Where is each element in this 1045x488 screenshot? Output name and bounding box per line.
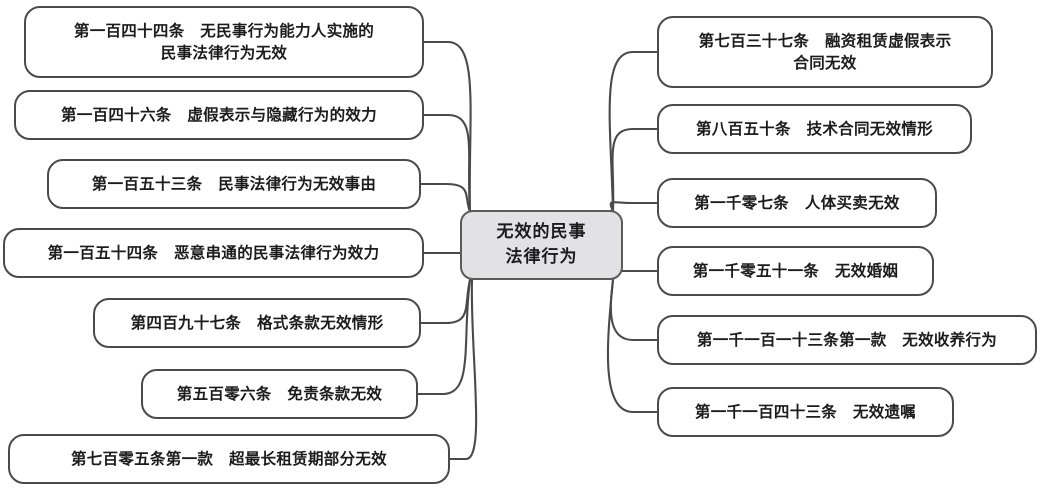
right-node-2[interactable]: 第八百五十条 技术合同无效情形: [657, 104, 972, 154]
right-node-5-label: 第一千一百一十三条第一款 无效收养行为: [696, 330, 998, 349]
connector-right-6: [606, 278, 659, 414]
connector-right-3: [609, 201, 659, 214]
connector-right-1: [608, 50, 659, 214]
left-node-2-label: 第一百四十六条 虚假表示与隐藏行为的效力: [60, 105, 377, 124]
left-node-5[interactable]: 第四百九十七条 格式条款无效情形: [93, 298, 421, 348]
right-node-4-label: 第一千零五十一条 无效婚姻: [692, 261, 899, 280]
center-node[interactable]: 无效的民事 法律行为: [460, 210, 623, 280]
right-node-5[interactable]: 第一千一百一十三条第一款 无效收养行为: [657, 315, 1037, 365]
right-node-3[interactable]: 第一千零七条 人体买卖无效: [657, 178, 937, 228]
left-node-6[interactable]: 第五百零六条 免责条款无效: [141, 369, 418, 419]
connector-left-2: [422, 113, 472, 214]
right-node-2-label: 第八百五十条 技术合同无效情形: [695, 119, 933, 138]
right-node-1[interactable]: 第七百三十七条 融资租赁虚假表示 合同无效: [657, 16, 993, 88]
connector-left-7: [448, 278, 478, 461]
left-node-3-label: 第一百五十三条 民事法律行为无效事由: [91, 174, 377, 193]
left-node-4-label: 第一百五十四条 恶意串通的民事法律行为效力: [47, 243, 380, 262]
connector-right-5: [609, 278, 659, 342]
right-node-6[interactable]: 第一千一百四十三条 无效遗嘱: [657, 387, 954, 437]
connector-right-2: [611, 127, 659, 214]
center-node-label: 无效的民事 法律行为: [496, 221, 587, 268]
left-node-2[interactable]: 第一百四十六条 虚假表示与隐藏行为的效力: [14, 90, 424, 140]
connector-left-1: [422, 40, 472, 214]
right-node-1-label: 第七百三十七条 融资租赁虚假表示 合同无效: [698, 31, 952, 72]
right-node-3-label: 第一千零七条 人体买卖无效: [694, 193, 900, 212]
left-node-5-label: 第四百九十七条 格式条款无效情形: [130, 313, 384, 332]
left-node-3[interactable]: 第一百五十三条 民事法律行为无效事由: [47, 159, 421, 209]
right-node-6-label: 第一千一百四十三条 无效遗嘱: [694, 402, 917, 421]
left-node-4[interactable]: 第一百五十四条 恶意串通的民事法律行为效力: [3, 228, 424, 278]
left-node-6-label: 第五百零六条 免责条款无效: [176, 384, 383, 403]
right-node-4[interactable]: 第一千零五十一条 无效婚姻: [657, 246, 934, 296]
connector-left-3: [419, 182, 472, 214]
left-node-1[interactable]: 第一百四十四条 无民事行为能力人实施的 民事法律行为无效: [24, 6, 424, 78]
connector-left-6: [416, 278, 472, 396]
left-node-7[interactable]: 第七百零五条第一款 超最长租赁期部分无效: [8, 434, 450, 484]
connector-left-5: [419, 278, 472, 325]
left-node-7-label: 第七百零五条第一款 超最长租赁期部分无效: [70, 449, 387, 468]
left-node-1-label: 第一百四十四条 无民事行为能力人实施的 民事法律行为无效: [73, 21, 375, 62]
